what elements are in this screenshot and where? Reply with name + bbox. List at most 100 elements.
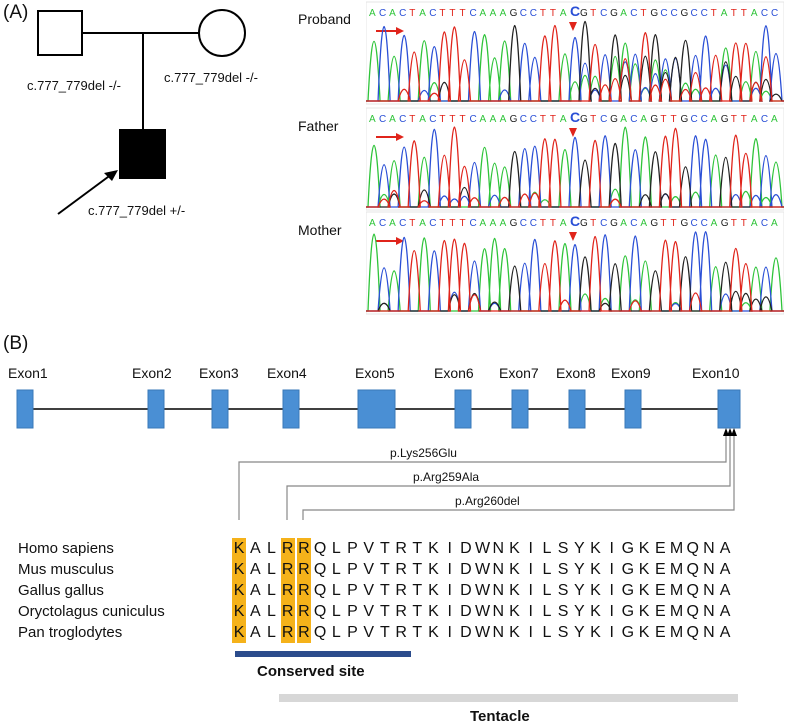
base-call: A bbox=[560, 114, 567, 125]
base-call: A bbox=[500, 8, 507, 19]
residue: T bbox=[412, 624, 423, 641]
base-call: C bbox=[701, 8, 708, 19]
residue: K bbox=[428, 540, 439, 557]
exon-box-4 bbox=[282, 389, 300, 429]
residue: E bbox=[654, 603, 666, 620]
residue: T bbox=[412, 582, 423, 599]
residue: R bbox=[296, 601, 311, 622]
base-call: C bbox=[660, 8, 667, 19]
residue: K bbox=[590, 603, 601, 620]
base-call: G bbox=[681, 8, 689, 19]
residue: G bbox=[621, 582, 635, 599]
residue: R bbox=[280, 601, 295, 622]
residue: K bbox=[428, 582, 439, 599]
base-call: C bbox=[520, 114, 527, 125]
base-call: T bbox=[449, 8, 455, 19]
base-call: T bbox=[590, 218, 596, 229]
residue: K bbox=[590, 561, 601, 578]
base-call: C bbox=[429, 114, 436, 125]
base-call: C bbox=[530, 8, 537, 19]
residue: Y bbox=[573, 561, 585, 578]
pedigree-diagram bbox=[37, 9, 246, 215]
base-call: T bbox=[439, 218, 445, 229]
residue: Q bbox=[313, 603, 327, 620]
base-call: T bbox=[640, 8, 646, 19]
base-call: A bbox=[751, 218, 758, 229]
base-call: G bbox=[610, 114, 618, 125]
exon-label-7: Exon7 bbox=[499, 365, 539, 381]
species-name: Gallus gallus bbox=[18, 582, 104, 599]
residue: N bbox=[492, 540, 505, 557]
base-call: A bbox=[620, 114, 627, 125]
residue: G bbox=[621, 561, 635, 578]
residue: N bbox=[703, 624, 715, 641]
residue: V bbox=[363, 582, 375, 599]
exon-box-8 bbox=[568, 389, 586, 429]
residue: R bbox=[395, 561, 407, 578]
residue: K bbox=[638, 540, 650, 557]
base-call: T bbox=[731, 218, 737, 229]
base-call: A bbox=[751, 8, 758, 19]
base-call: C bbox=[570, 213, 580, 229]
exon-box-1 bbox=[16, 389, 34, 429]
residue: K bbox=[590, 582, 601, 599]
residue: I bbox=[528, 561, 533, 578]
residue: K bbox=[428, 561, 439, 578]
exon-label-6: Exon6 bbox=[434, 365, 474, 381]
residue: Q bbox=[313, 624, 327, 641]
residue: S bbox=[557, 582, 569, 599]
residue: I bbox=[609, 603, 614, 620]
residue: N bbox=[492, 561, 505, 578]
residue: D bbox=[460, 582, 472, 599]
residue: K bbox=[232, 601, 247, 622]
base-call: C bbox=[701, 218, 708, 229]
base-call: C bbox=[379, 114, 386, 125]
base-call: C bbox=[630, 114, 637, 125]
exon-label-10: Exon10 bbox=[692, 365, 740, 381]
residue: K bbox=[509, 624, 520, 641]
residue: V bbox=[363, 603, 375, 620]
base-call: A bbox=[751, 114, 758, 125]
base-call: T bbox=[540, 218, 546, 229]
base-call: T bbox=[540, 8, 546, 19]
base-call: A bbox=[500, 218, 507, 229]
residue: R bbox=[280, 538, 295, 559]
base-call: T bbox=[590, 8, 596, 19]
panel-a-label: (A) bbox=[3, 2, 29, 23]
trace-C bbox=[366, 231, 784, 312]
base-call: A bbox=[560, 218, 567, 229]
base-call: C bbox=[520, 218, 527, 229]
trace-label-proband: Proband bbox=[298, 11, 351, 27]
base-call: G bbox=[721, 218, 729, 229]
base-call: T bbox=[459, 114, 465, 125]
residue: L bbox=[542, 540, 552, 557]
base-call: G bbox=[580, 218, 588, 229]
residue: N bbox=[703, 582, 715, 599]
tentacle-label: Tentacle bbox=[470, 708, 530, 725]
base-call: C bbox=[469, 114, 476, 125]
residue: K bbox=[638, 624, 650, 641]
base-call: C bbox=[701, 114, 708, 125]
base-call: C bbox=[399, 218, 406, 229]
base-call: G bbox=[650, 114, 658, 125]
residue: E bbox=[654, 582, 666, 599]
residue: Y bbox=[573, 582, 585, 599]
residue: A bbox=[249, 582, 261, 599]
base-call: C bbox=[600, 218, 607, 229]
exon-box-2 bbox=[147, 389, 165, 429]
base-call: T bbox=[660, 114, 666, 125]
base-call: A bbox=[419, 114, 426, 125]
base-call: T bbox=[590, 114, 596, 125]
residue: T bbox=[412, 540, 423, 557]
residue: L bbox=[267, 540, 276, 557]
species-name: Homo sapiens bbox=[18, 540, 114, 557]
base-call: T bbox=[550, 218, 556, 229]
base-call: T bbox=[741, 8, 747, 19]
exon-label-1: Exon1 bbox=[8, 365, 48, 381]
base-call: C bbox=[771, 8, 778, 19]
base-call: C bbox=[691, 218, 698, 229]
base-call: T bbox=[449, 218, 455, 229]
residue: N bbox=[703, 561, 715, 578]
base-call: C bbox=[379, 8, 386, 19]
residue: D bbox=[460, 603, 472, 620]
